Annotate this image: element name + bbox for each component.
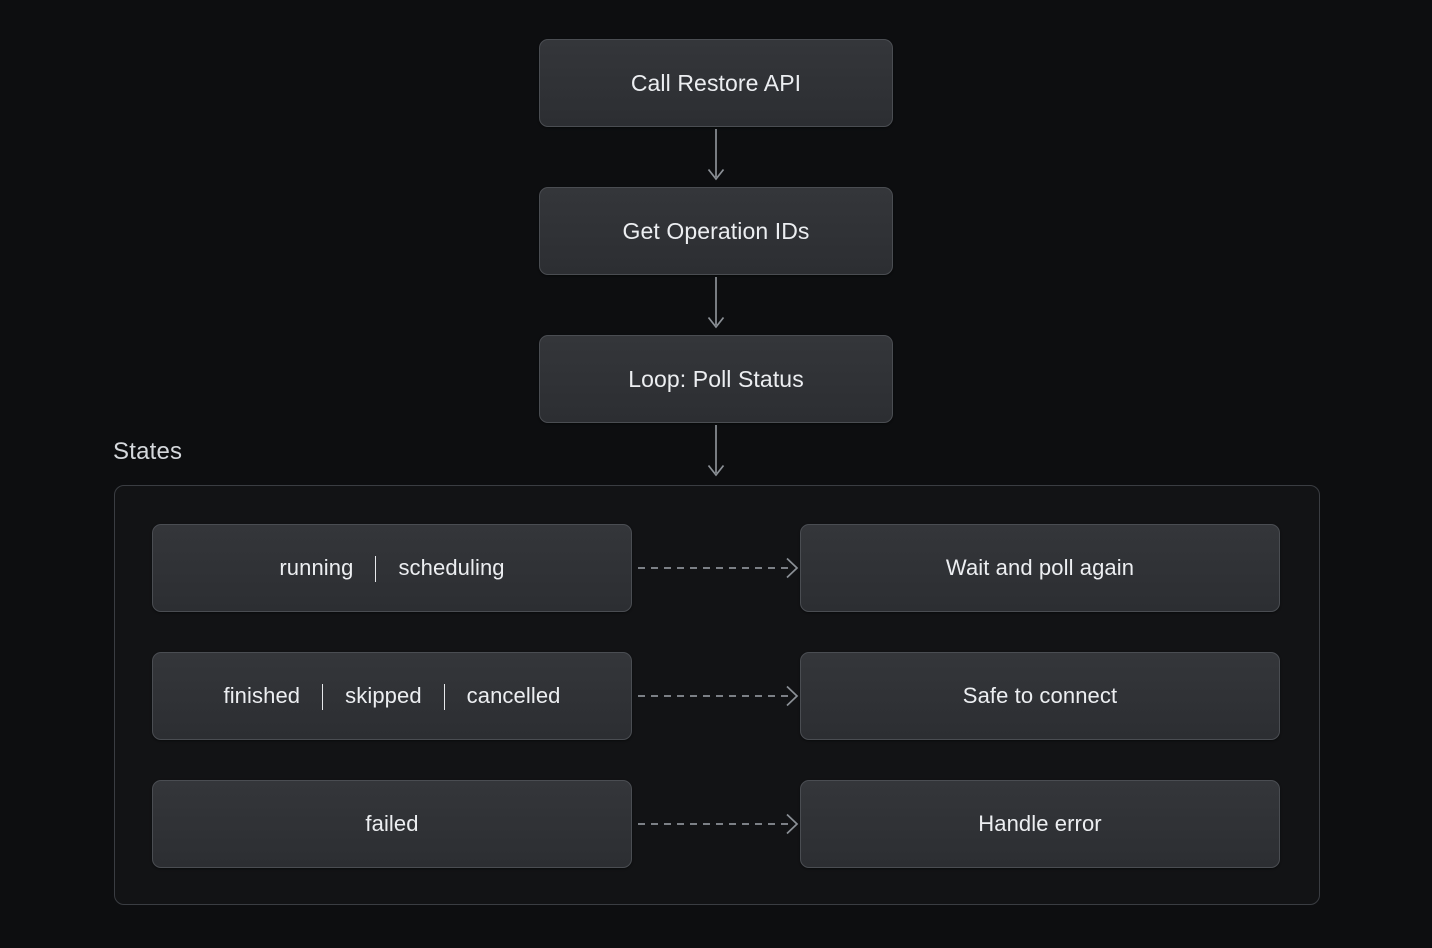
node-label: Wait and poll again — [945, 555, 1135, 580]
node-label: Safe to connect — [962, 683, 1118, 708]
node-call-restore-api[interactable]: Call Restore API — [539, 39, 893, 127]
state-alt-scheduling: scheduling — [398, 555, 505, 580]
state-alt-running: running — [279, 555, 354, 580]
state-alt-cancelled: cancelled — [466, 683, 561, 708]
node-label: Loop: Poll Status — [628, 365, 804, 392]
alternative-separator-icon — [375, 556, 377, 582]
state-node-running-scheduling[interactable]: running scheduling — [152, 524, 632, 612]
state-node-failed[interactable]: failed — [152, 780, 632, 868]
node-label: Handle error — [978, 811, 1102, 836]
alternative-separator-icon — [443, 684, 445, 710]
state-alt-skipped: skipped — [345, 683, 422, 708]
state-node-finished-skipped-cancelled[interactable]: finished skipped cancelled — [152, 652, 632, 740]
node-get-operation-ids[interactable]: Get Operation IDs — [539, 187, 893, 275]
state-alt-failed: failed — [365, 811, 419, 836]
state-alternatives: failed — [365, 811, 418, 837]
state-alt-finished: finished — [223, 683, 301, 708]
node-label: Get Operation IDs — [622, 217, 810, 244]
node-loop-poll-status[interactable]: Loop: Poll Status — [539, 335, 893, 423]
edge-loop-poll-status-to-states-group — [707, 425, 725, 477]
edge-get-operation-ids-to-loop-poll-status — [707, 277, 725, 329]
action-node-handle-error[interactable]: Handle error — [800, 780, 1280, 868]
edge-call-restore-api-to-get-operation-ids — [707, 129, 725, 181]
action-node-wait-and-poll-again[interactable]: Wait and poll again — [800, 524, 1280, 612]
action-node-safe-to-connect[interactable]: Safe to connect — [800, 652, 1280, 740]
state-alternatives: finished skipped cancelled — [223, 683, 561, 710]
alternative-separator-icon — [322, 684, 324, 710]
states-group-title: States — [113, 438, 183, 465]
state-alternatives: running scheduling — [279, 555, 505, 582]
node-label: Call Restore API — [630, 69, 802, 96]
